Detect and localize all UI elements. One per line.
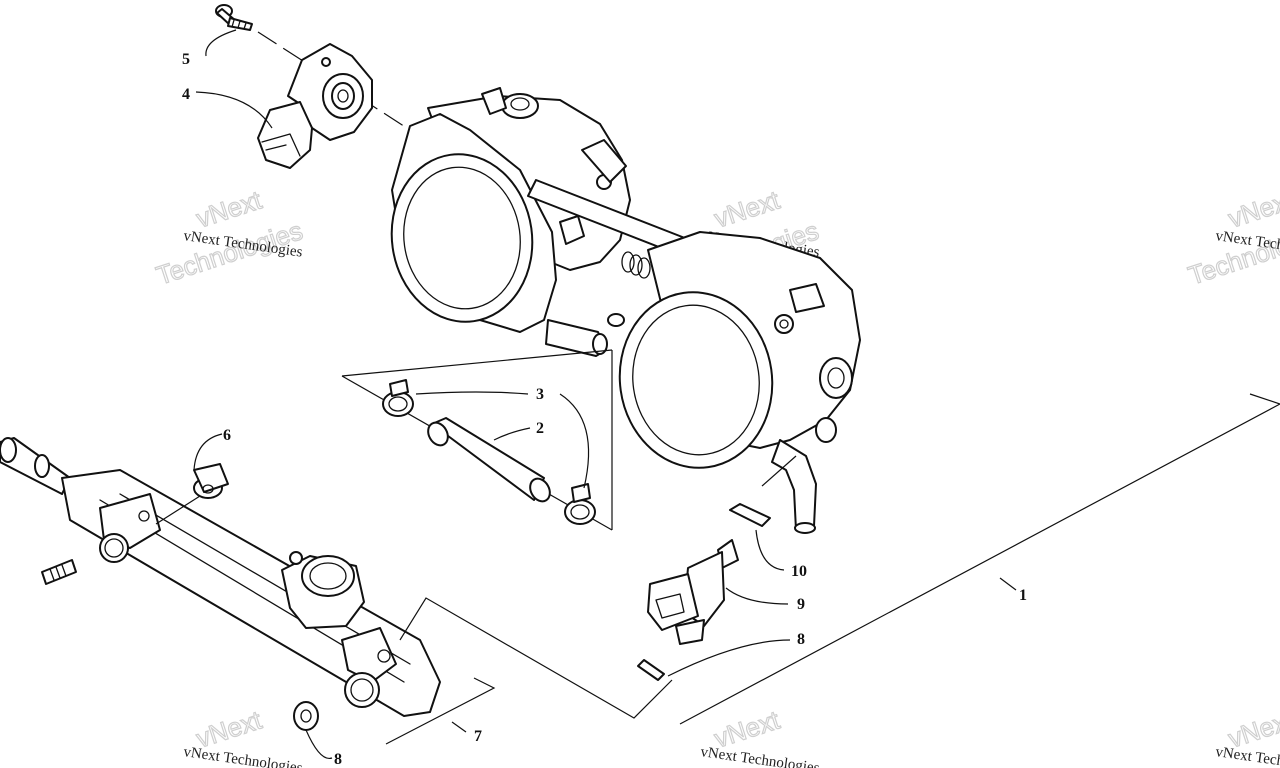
callout-9: 9 (797, 596, 805, 613)
leader-5 (205, 29, 237, 57)
watermark-bottom-right: vNext vNext Technologies (1214, 704, 1280, 768)
callout-1: 1 (1019, 587, 1027, 604)
assembly-bracket-right (679, 393, 1280, 725)
watermark-line1: vNext (193, 184, 266, 233)
watermark-top-right: vNext Technologies vNext Technologies (1184, 184, 1280, 292)
leader-8a (667, 639, 791, 677)
watermark-top-left: vNext Technologies vNext Technologies (152, 184, 307, 292)
leader-9 (725, 587, 789, 605)
part-4-throttle-position-sensor (257, 43, 373, 169)
leader-10 (755, 529, 785, 571)
watermark-line1: vNext (711, 184, 784, 233)
watermark-line1: vNext (1225, 184, 1280, 233)
leader-6 (193, 433, 223, 471)
watermark-caption: vNext Technologies (699, 744, 820, 768)
fuel-rail-stud (41, 559, 77, 585)
part-7-bracket (385, 677, 496, 745)
part-5-screw (215, 4, 253, 31)
leader-8b (305, 729, 333, 760)
bracket-line-top (341, 349, 613, 377)
part-3-hose-clamp-lower (564, 483, 596, 525)
watermark-bottom-center: vNext vNext Technologies (699, 704, 820, 768)
part-2-hose (427, 417, 551, 503)
leader-3a (415, 391, 529, 395)
watermark-bottom-left: vNext vNext Technologies (182, 704, 303, 768)
part-9-fuel-injector (647, 539, 739, 645)
fuel-rail-assembly (0, 437, 441, 717)
leader-3b (559, 393, 590, 489)
watermark-caption: vNext Technologies (1214, 744, 1280, 768)
callout-3: 3 (536, 386, 544, 403)
callout-8-washer: 8 (334, 751, 342, 768)
leader-2 (493, 427, 531, 441)
callout-5: 5 (182, 51, 190, 68)
throttle-body-assembly (390, 87, 861, 534)
callout-8-injector: 8 (797, 631, 805, 648)
callout-4: 4 (182, 86, 190, 103)
part-10-seal (729, 503, 771, 527)
leader-4 (195, 91, 273, 129)
assembly-bracket-left (399, 597, 673, 719)
callout-7: 7 (474, 728, 482, 745)
leader-7 (451, 721, 467, 733)
callout-10: 10 (791, 563, 807, 580)
watermark-caption: vNext Technologies (182, 744, 303, 768)
part-8-injector-oring (637, 659, 665, 681)
seal-to-elbow-leader (761, 455, 797, 487)
callout-6: 6 (223, 427, 231, 444)
part-8-washer (293, 701, 319, 731)
part-3-hose-clamp-upper (382, 379, 414, 417)
linkage-spring (621, 251, 651, 279)
part-6-nut (193, 463, 229, 499)
callout-2: 2 (536, 420, 544, 437)
leader-1 (999, 577, 1017, 591)
nut-to-rail-leader (155, 495, 201, 525)
